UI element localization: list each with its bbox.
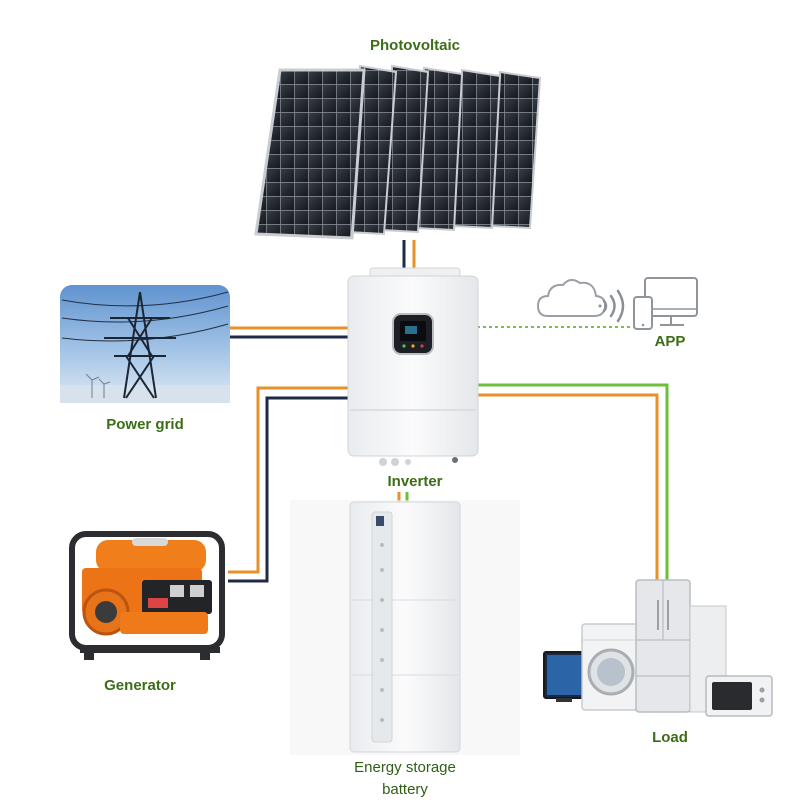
power-tower-icon: [60, 285, 230, 403]
wifi-icon: [598, 289, 625, 323]
solar-panel-icon: [254, 64, 542, 240]
app-label: APP: [654, 333, 686, 350]
cloud-icon: [536, 279, 607, 317]
battery-label-line1: Energy storage: [354, 759, 456, 776]
phone-icon: [633, 296, 653, 330]
inverter-label: Inverter: [387, 473, 443, 490]
load-cable-orange: [477, 393, 659, 580]
generator-icon: [69, 531, 225, 660]
load-cable-green: [477, 383, 669, 580]
power-grid-label: Power grid: [106, 416, 184, 433]
battery-icon: [290, 500, 520, 755]
microwave-icon: [705, 675, 773, 717]
battery-label: Energy storage battery: [320, 757, 490, 801]
photovoltaic-label: Photovoltaic: [369, 37, 460, 54]
generator-cable-navy: [228, 396, 348, 583]
washer-icon: [581, 623, 641, 711]
monitor-icon: [644, 277, 698, 326]
cables: [228, 240, 669, 583]
generator-label: Generator: [104, 677, 176, 694]
generator-cable-orange: [228, 386, 348, 574]
inverter-icon: [347, 267, 479, 466]
battery-label-line2: battery: [382, 781, 428, 798]
load-label: Load: [652, 729, 688, 746]
tv-icon: [543, 651, 585, 702]
